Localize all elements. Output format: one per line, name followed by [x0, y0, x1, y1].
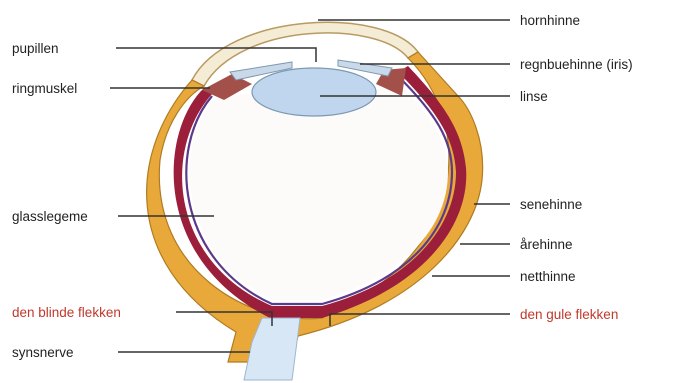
label-regnbuehinne: regnbuehinne (iris)	[520, 57, 633, 72]
label-senehinne: senehinne	[520, 197, 582, 212]
lens	[252, 68, 376, 116]
label-linse: linse	[520, 89, 548, 104]
label-netthinne: netthinne	[520, 269, 576, 284]
label-gule-flekken: den gule flekken	[520, 307, 618, 322]
label-pupillen: pupillen	[12, 41, 59, 56]
label-hornhinne: hornhinne	[520, 13, 580, 28]
label-blinde-flekken: den blinde flekken	[12, 305, 121, 320]
label-synsnerve: synsnerve	[12, 345, 74, 360]
label-arehinne: årehinne	[520, 237, 573, 252]
label-glasslegeme: glasslegeme	[12, 209, 88, 224]
label-ringmuskel: ringmuskel	[12, 81, 77, 96]
